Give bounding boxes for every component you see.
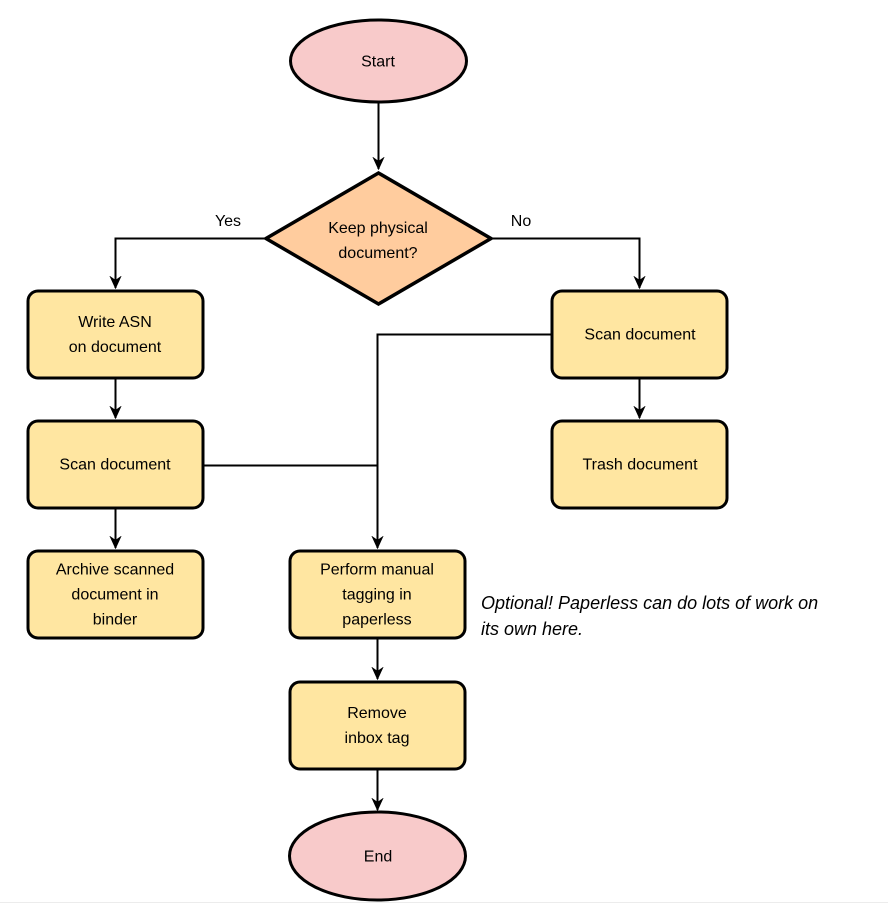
write-asn-node-label: Write ASN on document [68,314,162,356]
scan-left-node-label: Scan document [59,456,171,474]
edge-scan-right-to-tagging [378,333,551,549]
tagging-node [288,549,467,640]
edge-label-yes: Yes [212,213,244,231]
trash-node-label: Trash document [582,456,698,474]
start-node-label: Start [361,53,395,71]
remove-inbox-node-label: Remove inbox tag [344,705,410,747]
archive-node-label: Archive scanned document in binder [55,561,175,629]
decision-node-label: Keep physical document? [328,220,428,262]
edge-decision-no-to-scan-right [493,237,640,289]
write-asn-node [26,289,205,380]
decision-node [262,170,495,307]
scan-right-node-label: Scan document [584,326,696,344]
bottom-divider [0,902,888,903]
end-node-label: End [363,848,393,866]
edge-label-no: No [508,213,534,231]
tagging-node-label: Perform manual tagging in paperless [320,561,434,629]
optional-note: Optional! Paperless can do lots of work … [481,593,819,639]
archive-node [26,549,205,640]
end-node [288,810,467,902]
remove-inbox-node [288,680,467,771]
edge-decision-yes-to-write-asn [116,237,264,289]
scan-right-node [550,289,729,380]
scan-left-node [26,419,205,510]
trash-node [550,419,729,510]
start-node [289,18,468,104]
